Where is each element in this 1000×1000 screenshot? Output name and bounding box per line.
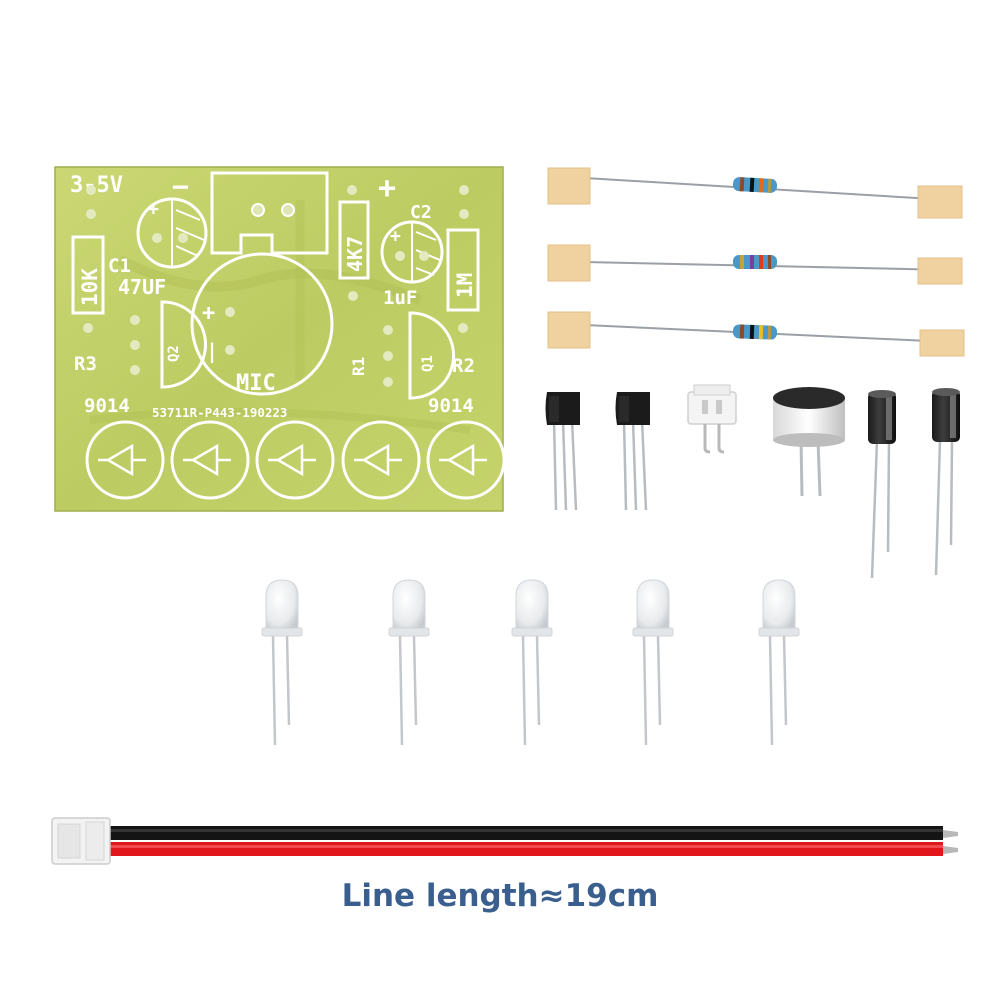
pcb-mic-plus: +	[202, 301, 215, 326]
power-cable	[51, 817, 958, 865]
pcb-mic-minus: |	[206, 339, 218, 363]
resistor-1	[547, 167, 963, 219]
pcb-minus-label: −	[172, 170, 189, 203]
led-5	[758, 579, 800, 746]
resistor-2	[547, 244, 963, 285]
led-2	[388, 579, 430, 746]
pcb-c1-label: C1	[108, 255, 131, 277]
resistor-3	[547, 311, 965, 357]
pcb-transistor-left-label: 9014	[84, 395, 130, 417]
pcb-board-id: 53711R-P443-190223	[152, 405, 287, 420]
microphone	[773, 387, 845, 497]
led-4	[632, 579, 674, 746]
pcb-r-10k: 10K	[78, 268, 102, 306]
pcb-c2-value: 1uF	[383, 287, 417, 309]
led-1	[261, 579, 303, 746]
pcb-mic-label: MIC	[236, 371, 276, 396]
svg-text:+: +	[390, 226, 401, 247]
pcb-plus-label: +	[378, 171, 396, 206]
capacitor-1	[868, 390, 896, 579]
cable-length-caption: Line length≈19cm	[341, 878, 659, 914]
capacitor-2	[932, 388, 960, 576]
pcb-voltage-label: 3-5V	[70, 173, 123, 198]
transistor-2	[615, 392, 650, 511]
pcb-transistor-right-label: 9014	[428, 395, 474, 417]
transistor-1	[545, 392, 580, 511]
pcb-c2-label: C2	[410, 202, 432, 223]
svg-text:+: +	[148, 199, 159, 220]
pcb-led-footprints	[85, 420, 506, 500]
pcb-q2-label: Q2	[166, 345, 182, 362]
connector-socket	[687, 384, 737, 454]
pcb-c1-value: 47UF	[118, 275, 166, 299]
pcb-board: 3-5V − + 10K + C1 47UF Q2 R3	[54, 166, 506, 512]
pcb-r1-label: R1	[349, 357, 368, 376]
pcb-r-4k7: 4K7	[343, 236, 367, 272]
pcb-r3-label: R3	[74, 353, 97, 375]
led-3	[511, 579, 553, 746]
pcb-r2-label: R2	[452, 355, 475, 377]
pcb-r-1m: 1M	[453, 273, 477, 298]
pcb-q1-label: Q1	[420, 355, 436, 372]
